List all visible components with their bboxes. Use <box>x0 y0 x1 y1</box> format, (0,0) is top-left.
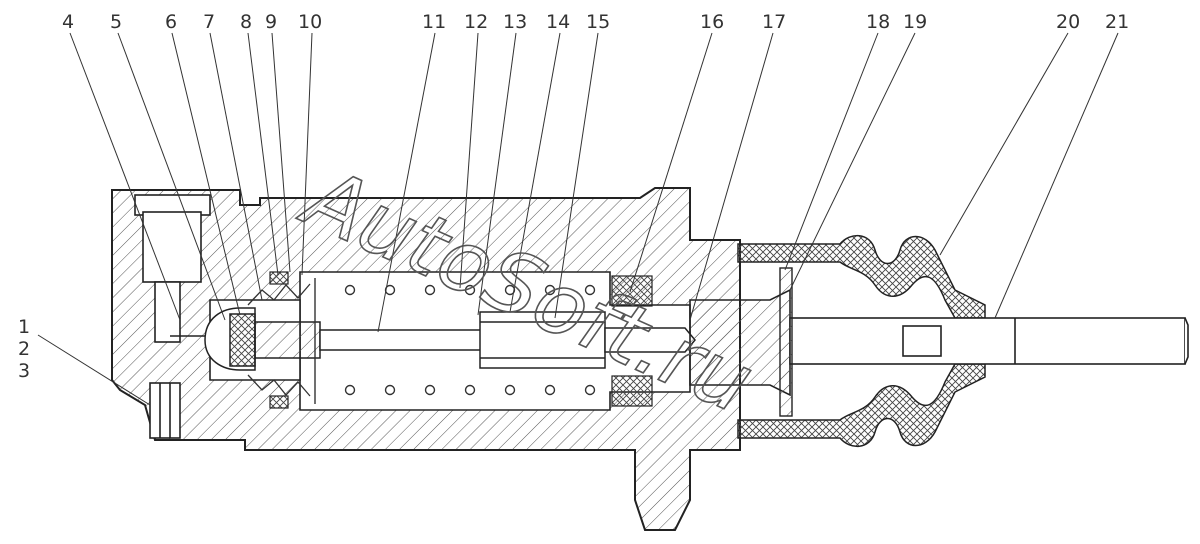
leader-lines <box>37 32 1119 406</box>
callout-16: 16 <box>700 11 724 33</box>
retainer <box>779 267 793 417</box>
valve-assembly <box>170 307 321 371</box>
callout-20: 20 <box>1056 11 1080 33</box>
callout-9: 9 <box>265 11 277 33</box>
callout-17: 17 <box>762 11 786 33</box>
callouts: 1 2 3 4 5 6 7 8 9 10 11 12 13 14 15 16 1… <box>18 11 1129 382</box>
return-spring <box>314 278 596 404</box>
callout-1: 1 <box>18 316 30 338</box>
callout-7: 7 <box>203 11 215 33</box>
callout-11: 11 <box>422 11 446 33</box>
callout-2: 2 <box>18 338 30 360</box>
callout-18: 18 <box>866 11 890 33</box>
callout-13: 13 <box>503 11 527 33</box>
callout-21: 21 <box>1105 11 1129 33</box>
callout-4: 4 <box>62 11 74 33</box>
callout-14: 14 <box>546 11 570 33</box>
callout-10: 10 <box>298 11 322 33</box>
callout-5: 5 <box>110 11 122 33</box>
callout-6: 6 <box>165 11 177 33</box>
inlet-fitting <box>149 382 181 439</box>
callout-8: 8 <box>240 11 252 33</box>
callout-15: 15 <box>586 11 610 33</box>
push-rod <box>789 317 1189 365</box>
callout-19: 19 <box>903 11 927 33</box>
callout-3: 3 <box>18 360 30 382</box>
piston-seals <box>611 275 653 407</box>
left-seals <box>269 271 289 409</box>
inner-rod <box>319 311 696 369</box>
valve-spring <box>247 283 311 397</box>
callout-12: 12 <box>464 11 488 33</box>
